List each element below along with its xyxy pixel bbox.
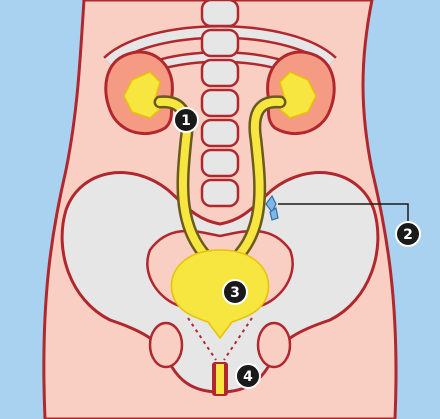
left-kidney: [106, 52, 173, 134]
marker-1: 1: [174, 108, 198, 132]
marker-3: 3: [223, 280, 247, 304]
marker-2-label: 2: [403, 227, 413, 243]
left-obturator: [150, 323, 182, 367]
marker-4-label: 4: [243, 369, 253, 385]
urethra: [212, 362, 228, 396]
marker-1-label: 1: [181, 113, 191, 129]
marker-4: 4: [236, 364, 260, 388]
spine: [202, 0, 238, 206]
right-obturator: [258, 323, 290, 367]
marker-2: 2: [396, 222, 420, 246]
marker-3-label: 3: [230, 285, 240, 301]
right-kidney: [268, 52, 335, 134]
